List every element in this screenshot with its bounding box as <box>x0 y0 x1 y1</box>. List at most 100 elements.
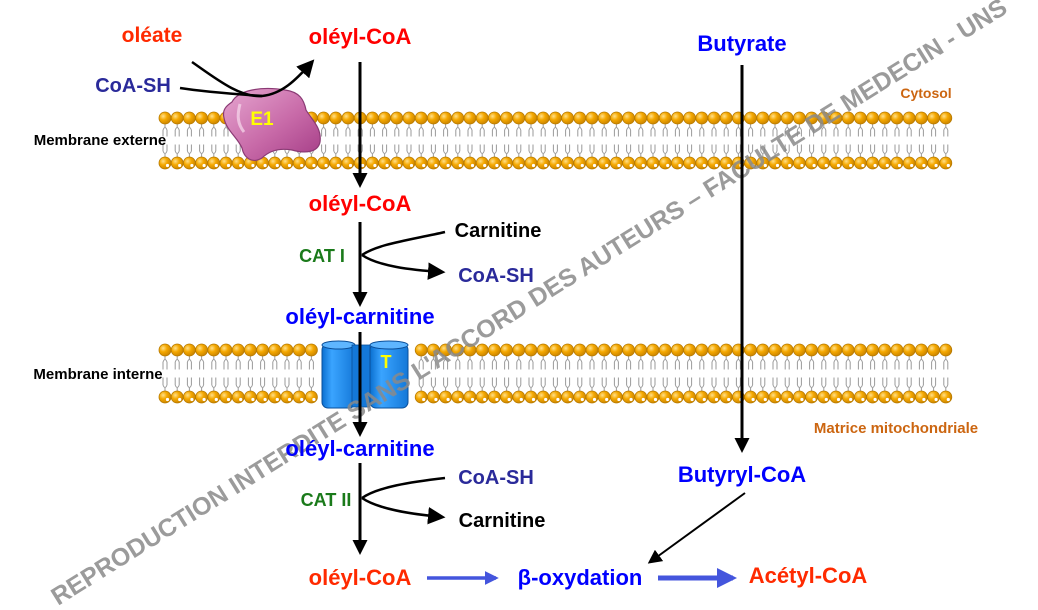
phospholipid <box>915 343 928 404</box>
lipid-head <box>878 111 892 125</box>
phospholipid <box>536 343 550 404</box>
lipid-head <box>549 343 562 357</box>
lipid-head <box>512 156 526 170</box>
lipid-head <box>487 156 501 170</box>
lipid-head <box>902 156 916 170</box>
lipid-head <box>243 390 257 404</box>
lipid-head <box>890 390 904 404</box>
lipid-head <box>622 343 635 357</box>
phospholipid <box>878 343 892 404</box>
phospholipid <box>341 111 355 170</box>
carnitine-input-label: Carnitine <box>455 220 542 242</box>
lipid-head <box>671 343 684 357</box>
lipid-head <box>634 111 648 125</box>
phospholipid <box>939 111 953 170</box>
lipid-head <box>719 111 733 125</box>
lipid-head <box>365 156 379 170</box>
lipid-head <box>365 111 379 125</box>
lipid-head <box>487 390 501 404</box>
lipid-head <box>658 111 672 125</box>
lipid-head <box>439 111 453 125</box>
lipid-head <box>707 111 721 125</box>
lipid-head <box>536 156 550 170</box>
lipid-head <box>939 156 953 170</box>
lipid-head <box>170 156 184 170</box>
lipid-head <box>707 390 721 404</box>
lipid-head <box>939 390 953 404</box>
lipid-head <box>902 343 916 357</box>
lipid-head <box>695 156 709 170</box>
phospholipid <box>719 111 733 170</box>
lipid-head <box>402 111 416 125</box>
lipid-head <box>610 156 623 170</box>
transporter-label: T <box>381 352 392 372</box>
lipid-head <box>817 343 831 357</box>
lipid-head <box>610 390 623 404</box>
lipid-head <box>866 390 879 404</box>
coash-matrix-input-label: CoA-SH <box>458 467 534 489</box>
lipid-head <box>610 343 623 357</box>
phospholipid <box>231 343 245 404</box>
lipid-head <box>866 156 879 170</box>
phospholipid <box>610 343 623 404</box>
lipid-head <box>622 156 635 170</box>
lipid-head <box>475 156 489 170</box>
phospholipid <box>549 343 562 404</box>
phospholipid <box>170 111 184 170</box>
lipid-head <box>170 390 184 404</box>
lipid-head <box>341 111 355 125</box>
lipid-head <box>500 390 514 404</box>
butyrylcoa-label: Butyryl-CoA <box>678 462 806 487</box>
oleate-label: oléate <box>122 24 183 47</box>
lipid-head <box>158 156 172 170</box>
lipid-head <box>585 390 599 404</box>
lipid-head <box>414 111 428 125</box>
phospholipid <box>854 343 867 404</box>
phospholipid <box>463 343 477 404</box>
cat2-label: CAT II <box>301 490 352 510</box>
lipid-head <box>451 390 465 404</box>
phospholipid <box>805 343 818 404</box>
phospholipid <box>182 343 196 404</box>
transporter-left-subunit <box>321 340 356 409</box>
phospholipid <box>439 111 453 170</box>
lipid-head <box>561 390 574 404</box>
phospholipid <box>585 343 599 404</box>
phospholipid <box>768 111 782 170</box>
phospholipid <box>927 343 940 404</box>
lipid-head <box>915 156 928 170</box>
lipid-head <box>182 111 196 125</box>
coash-input-label: CoA-SH <box>95 75 171 97</box>
lipid-head <box>878 343 892 357</box>
lipid-head <box>500 111 514 125</box>
lipid-head <box>768 390 782 404</box>
line-carnitine-into-cat1 <box>361 230 446 257</box>
lipid-head <box>439 390 453 404</box>
lipid-head <box>426 111 440 125</box>
lipid-head <box>658 156 672 170</box>
lipid-head <box>317 156 331 170</box>
phospholipid <box>378 111 392 170</box>
phospholipid <box>170 343 184 404</box>
lipid-head <box>304 156 318 170</box>
phospholipid <box>744 343 757 404</box>
lipid-head <box>671 156 684 170</box>
phospholipid <box>475 343 489 404</box>
cat1-label: CAT I <box>299 246 345 266</box>
lipid-head <box>536 390 550 404</box>
lipid-head <box>243 343 257 357</box>
phospholipid <box>439 343 453 404</box>
lipid-head <box>329 156 343 170</box>
lipid-head <box>524 111 538 125</box>
phospholipid <box>549 111 562 170</box>
lipid-head <box>683 156 696 170</box>
e1-highlight <box>236 103 246 133</box>
phospholipid <box>866 343 879 404</box>
phospholipid <box>426 343 440 404</box>
lipid-head <box>902 111 916 125</box>
phospholipid <box>622 111 635 170</box>
e1-enzyme: E1 <box>222 87 321 161</box>
lipid-head <box>890 156 904 170</box>
phospholipid <box>304 343 318 404</box>
lipid-head <box>500 156 514 170</box>
